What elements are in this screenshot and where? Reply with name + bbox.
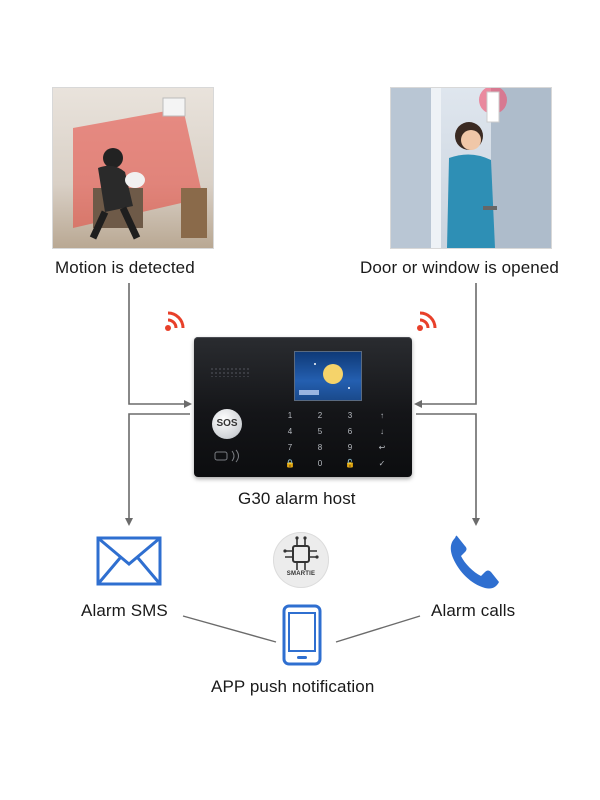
arrow-host-to-sms [125, 413, 190, 526]
keypad-key[interactable]: 3 [347, 411, 353, 420]
sms-label: Alarm SMS [81, 601, 168, 620]
keypad-key[interactable]: ↑ [380, 411, 384, 420]
keypad-key[interactable]: 9 [347, 443, 353, 452]
wifi-signal-icon [417, 311, 437, 331]
brand-logo: SMARTIE [273, 532, 329, 588]
keypad-key[interactable]: ↩ [378, 443, 386, 452]
calls-label: Alarm calls [431, 601, 516, 620]
keypad-key[interactable]: 8 [317, 443, 323, 452]
keypad-key[interactable]: 0 [317, 459, 323, 468]
envelope-icon [96, 536, 162, 586]
keypad-key[interactable]: 7 [287, 443, 293, 452]
keypad-key[interactable]: ✓ [378, 459, 386, 468]
alarm-host-device: SOS 1 2 3 ↑ 4 5 6 ↓ 7 8 9 ↩ 🔒 0 🔓 ✓ [194, 337, 412, 477]
line-sms-to-app [182, 615, 277, 643]
door-label: Door or window is opened [360, 258, 559, 277]
smartphone-icon [282, 604, 322, 666]
door-photo [391, 88, 551, 248]
keypad-key[interactable]: 🔒 [285, 459, 295, 468]
device-screen [294, 351, 362, 401]
motion-photo [53, 88, 213, 248]
motion-label: Motion is detected [55, 258, 195, 277]
keypad-key[interactable]: 1 [287, 411, 293, 420]
phone-handset-icon [450, 535, 499, 589]
host-label: G30 alarm host [238, 489, 356, 508]
sos-button[interactable]: SOS [212, 409, 242, 439]
speaker-grille [210, 367, 250, 377]
circuit-chip-icon [283, 536, 319, 570]
motion-scene-illustration [73, 97, 207, 240]
app-label: APP push notification [211, 677, 375, 696]
keypad-key[interactable]: 4 [287, 427, 293, 436]
keypad-key[interactable]: 6 [347, 427, 353, 436]
keypad-key[interactable]: ↓ [380, 427, 384, 436]
line-calls-to-app [335, 615, 421, 643]
moon-icon [299, 363, 350, 395]
arrow-host-to-calls [416, 413, 480, 526]
arrow-motion-to-host [128, 283, 192, 408]
keypad-key[interactable]: 2 [317, 411, 323, 420]
brand-logo-text: SMARTIE [286, 571, 316, 577]
door-scene-illustration [391, 88, 551, 248]
keypad-key[interactable]: 🔓 [345, 459, 355, 468]
keypad-key[interactable]: 5 [317, 427, 323, 436]
rfid-icon [214, 449, 239, 463]
arrow-door-to-host [414, 283, 477, 408]
wifi-signal-icon [165, 311, 185, 331]
